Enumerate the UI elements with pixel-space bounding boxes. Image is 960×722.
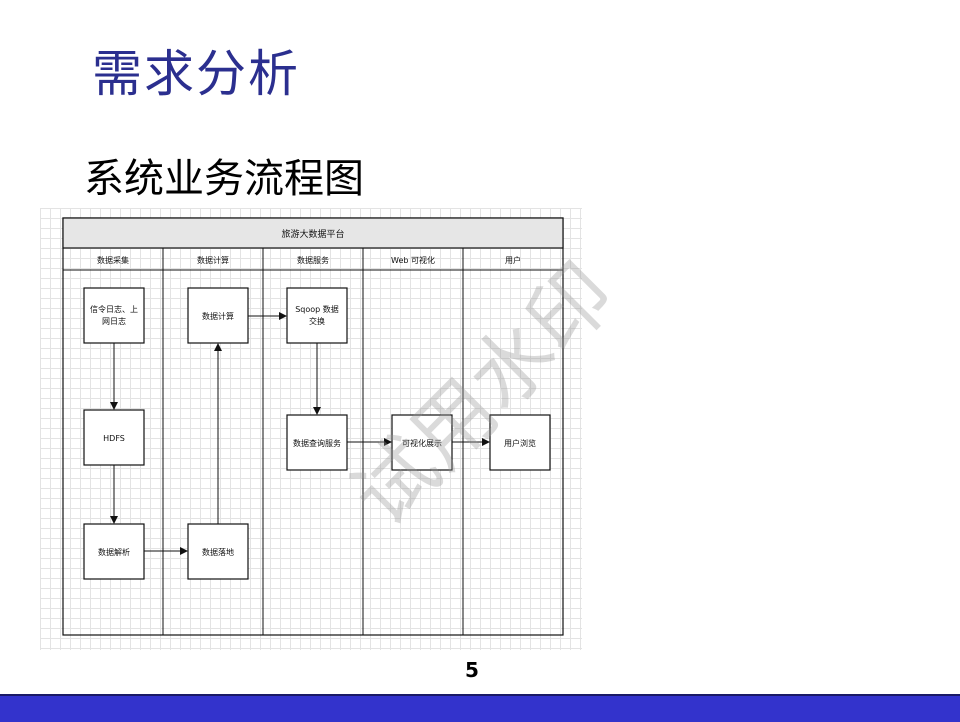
node-query <box>286 414 348 471</box>
node-log-label-1: 信令日志、上 <box>90 304 138 314</box>
lane-header-compute: 数据计算 <box>197 255 229 265</box>
flowchart: 旅游大数据平台 数据采集 数据计算 数据服务 Web 可视化 用户 信令日志、上… <box>62 217 564 636</box>
lane-header-collect: 数据采集 <box>97 255 129 265</box>
node-display <box>391 414 453 471</box>
lane-header-service: 数据服务 <box>297 255 329 265</box>
node-parse <box>83 523 145 580</box>
node-compute <box>187 287 249 344</box>
footer-bar <box>0 694 960 722</box>
lane-header-user: 用户 <box>505 255 521 265</box>
pool-title: 旅游大数据平台 <box>281 228 344 240</box>
node-hdfs-label: HDFS <box>103 434 125 443</box>
node-display-label: 可视化展示 <box>402 438 442 448</box>
page-number: 5 <box>465 658 479 682</box>
pool-header <box>62 217 564 249</box>
node-sqoop-label-2: 交换 <box>309 316 325 326</box>
node-query-label: 数据查询服务 <box>293 438 341 448</box>
node-sqoop <box>286 287 348 344</box>
node-browse-label: 用户浏览 <box>504 438 536 448</box>
node-sqoop-label-1: Sqoop 数据 <box>295 304 339 314</box>
node-hdfs <box>83 409 145 466</box>
node-parse-label: 数据解析 <box>98 547 130 557</box>
lane-header-web: Web 可视化 <box>391 255 435 265</box>
node-land <box>187 523 249 580</box>
node-log <box>83 287 145 344</box>
slide-subtitle: 系统业务流程图 <box>84 156 364 202</box>
node-log-label-2: 网日志 <box>102 316 126 326</box>
node-browse <box>489 414 551 471</box>
node-land-label: 数据落地 <box>202 547 234 557</box>
flowchart-canvas: 旅游大数据平台 数据采集 数据计算 数据服务 Web 可视化 用户 信令日志、上… <box>40 208 582 650</box>
slide-title: 需求分析 <box>92 45 300 103</box>
node-compute-label: 数据计算 <box>202 311 234 321</box>
